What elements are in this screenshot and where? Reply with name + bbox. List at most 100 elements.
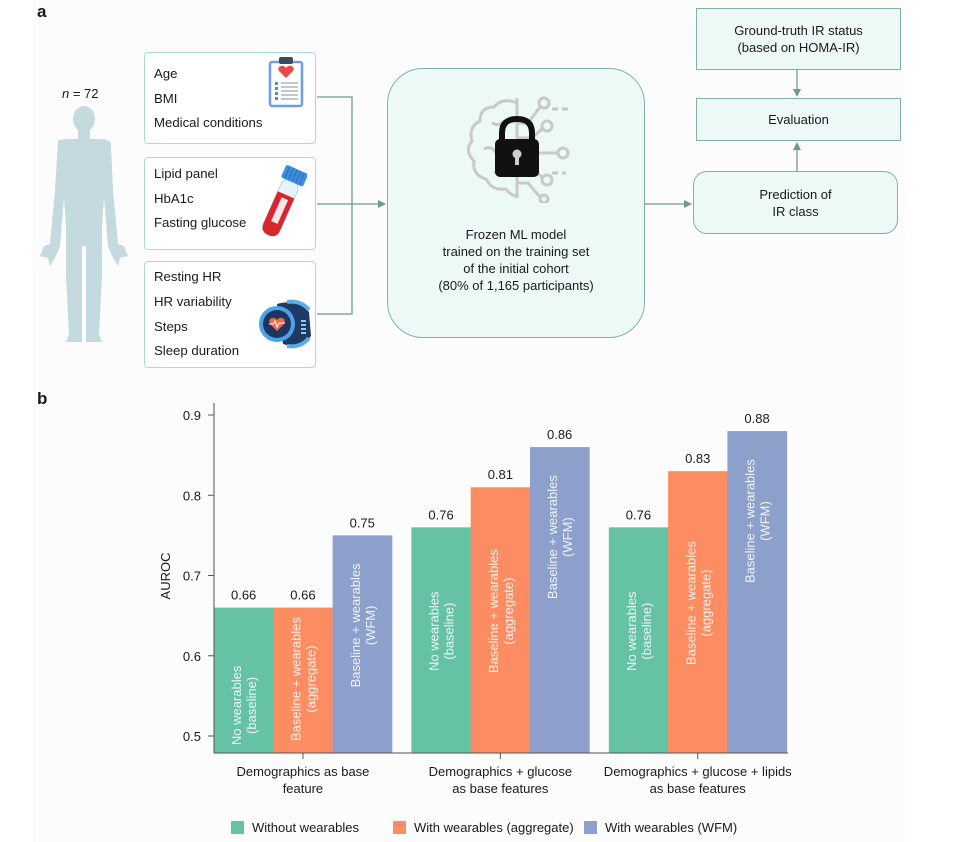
bar-inner-label-line: (aggregate)	[501, 578, 516, 645]
bar	[727, 431, 788, 753]
bar-value-label: 0.88	[744, 411, 769, 426]
bar-inner-label: No wearables(baseline)	[427, 591, 457, 671]
bar-inner-label-line: Baseline + wearables	[743, 459, 758, 583]
flow-connectors	[317, 69, 801, 315]
bar-inner-label-line: Baseline + wearables	[288, 617, 303, 741]
bar-inner-label-line: (baseline)	[639, 603, 654, 660]
legend-swatch	[393, 821, 406, 834]
brain-lock-icon	[467, 96, 570, 203]
model-description-line: Frozen ML model	[465, 227, 567, 242]
bar	[332, 535, 393, 753]
bar-inner-label-line: Baseline + wearables	[348, 563, 363, 687]
legend-swatch	[584, 821, 597, 834]
prediction-line: Prediction of	[759, 186, 832, 202]
connector-bracket	[317, 96, 353, 315]
legend-label: With wearables (aggregate)	[414, 820, 574, 835]
human-silhouette-icon	[40, 106, 128, 342]
bar-inner-label-line: No wearables	[229, 665, 244, 745]
cohort-size-var: n	[62, 86, 70, 101]
bar-inner-label-line: (WFM)	[758, 501, 773, 541]
legend-item-without-wearables: Without wearables	[231, 820, 359, 835]
y-axis-title: AUROC	[158, 553, 173, 600]
x-category-label-line: Demographics + glucose	[428, 764, 573, 779]
panel-a-label: a	[37, 2, 47, 21]
blood-tube-icon	[262, 165, 307, 237]
bar-inner-label-line: (WFM)	[363, 606, 378, 646]
feature-item: HbA1c	[154, 191, 194, 206]
ground-truth-box: Ground-truth IR status (based on HOMA-IR)	[696, 8, 901, 70]
x-category-label: Demographics as base feature	[236, 763, 369, 797]
feature-item: BMI	[154, 91, 178, 106]
bar-inner-label: Baseline + wearables(aggregate)	[486, 549, 516, 673]
bar-value-label: 0.83	[685, 451, 710, 466]
smartwatch-icon	[259, 299, 311, 349]
bar-inner-label: No wearables(baseline)	[229, 665, 259, 745]
bar-inner-label: Baseline + wearables(WFM)	[545, 475, 575, 599]
bar-value-label: 0.76	[428, 507, 453, 522]
feature-item: Age	[154, 66, 178, 81]
bar-inner-label: Baseline + wearables(WFM)	[348, 563, 378, 687]
bar-inner-label-line: (baseline)	[442, 603, 457, 660]
frozen-model-box: Frozen ML model trained on the training …	[387, 68, 645, 338]
bar-inner-label-line: Baseline + wearables	[683, 541, 698, 665]
x-category-label-line: Demographics as base	[236, 764, 370, 779]
bar-inner-label-line: (aggregate)	[303, 645, 318, 712]
bar-inner-label-line: (aggregate)	[698, 569, 713, 636]
arrowhead-icon	[378, 200, 386, 208]
bar-inner-label: No wearables(baseline)	[624, 591, 654, 671]
bar	[608, 527, 669, 753]
bar	[470, 487, 531, 753]
model-description-line: of the initial cohort	[463, 261, 569, 276]
evaluation-label: Evaluation	[768, 112, 829, 127]
feature-box-blood-tests: Lipid panel HbA1c Fasting glucose	[144, 157, 316, 250]
x-category-label-line: feature	[282, 781, 324, 796]
feature-item: HR variability	[154, 294, 232, 309]
bar-inner-label: Baseline + wearables(aggregate)	[288, 617, 318, 741]
x-category-label-line: as base features	[452, 781, 549, 796]
x-category-label-line: as base features	[649, 781, 746, 796]
prediction-line: IR class	[772, 203, 819, 219]
feature-item: Lipid panel	[154, 166, 218, 181]
arrowhead-icon	[793, 89, 801, 97]
bar-inner-label: Baseline + wearables(aggregate)	[683, 541, 713, 665]
bar-value-label: 0.66	[290, 588, 315, 603]
x-category-label: Demographics + glucose as base features	[429, 763, 572, 797]
y-tick-label: 0.5	[183, 729, 201, 744]
y-tick-label: 0.6	[183, 649, 201, 664]
legend-swatch	[231, 821, 244, 834]
bar-inner-label-line: No wearables	[427, 591, 442, 671]
bar	[273, 607, 333, 753]
model-description: Frozen ML model trained on the training …	[388, 226, 644, 294]
bar-inner-label-line: (WFM)	[560, 517, 575, 557]
feature-box-demographics: Age BMI Medical conditions	[144, 52, 316, 144]
panel-b-label: b	[37, 389, 48, 408]
arrowhead-icon	[684, 200, 692, 208]
bar-inner-label-line: Baseline + wearables	[486, 549, 501, 673]
arrowhead-icon	[793, 142, 801, 150]
bar-inner-label: Baseline + wearables(WFM)	[743, 459, 773, 583]
bar-inner-label-line: Baseline + wearables	[545, 475, 560, 599]
bar	[668, 471, 728, 753]
feature-item: Medical conditions	[154, 115, 263, 130]
ground-truth-line: Ground-truth IR status	[734, 23, 863, 38]
cohort-size-label: n = 72	[62, 86, 99, 101]
bar-value-label: 0.75	[350, 515, 375, 530]
bar	[214, 607, 274, 753]
feature-item: Steps	[154, 319, 188, 334]
feature-item: Resting HR	[154, 269, 222, 284]
y-tick-label: 0.9	[183, 408, 201, 423]
feature-item: Sleep duration	[154, 343, 240, 358]
bar	[530, 447, 590, 753]
y-tick-label: 0.7	[183, 569, 201, 584]
cohort-size-value: = 72	[69, 86, 99, 101]
ground-truth-line: (based on HOMA-IR)	[737, 40, 860, 55]
bar-value-label: 0.76	[626, 507, 651, 522]
legend-item-with-wearables-aggregate: With wearables (aggregate)	[393, 820, 574, 835]
clipboard-icon	[268, 57, 304, 108]
feature-box-wearables: Resting HR HR variability Steps Sleep du…	[144, 261, 316, 368]
feature-item: Fasting glucose	[154, 215, 247, 230]
y-tick-label: 0.8	[183, 488, 201, 503]
